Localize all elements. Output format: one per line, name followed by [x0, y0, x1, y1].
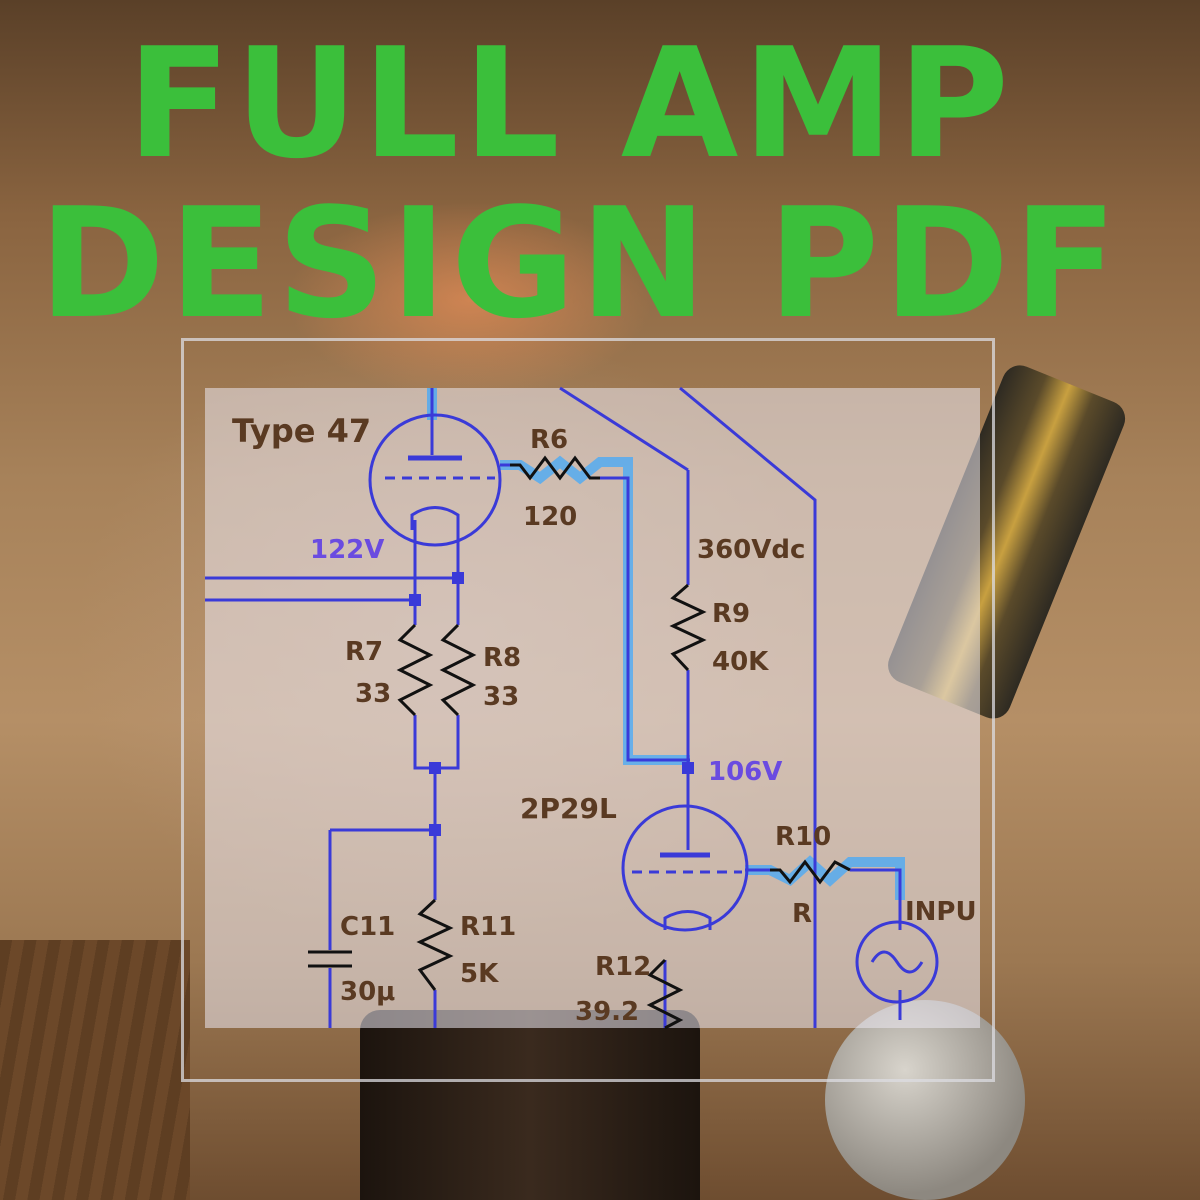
label-r6: R6	[530, 425, 568, 455]
resistor-r7	[396, 623, 434, 717]
label-360vdc: 360Vdc	[697, 535, 805, 565]
tube-base	[360, 1010, 700, 1200]
label-r7: R7	[345, 637, 383, 667]
wood-block	[0, 940, 190, 1200]
label-r12: R12	[595, 952, 651, 982]
label-106v: 106V	[708, 757, 782, 787]
label-r11-value: 5K	[460, 959, 499, 989]
label-tube1: Type 47	[232, 412, 371, 450]
highlight-wire-input	[745, 855, 905, 900]
label-r10-value: R	[792, 899, 812, 929]
schematic-panel	[205, 388, 980, 1028]
volume-knob	[825, 1000, 1025, 1200]
resistor-r12	[646, 958, 684, 1030]
label-r9: R9	[712, 599, 750, 629]
label-r9-value: 40K	[712, 647, 769, 677]
label-r11: R11	[460, 912, 516, 942]
label-r8-value: 33	[483, 682, 519, 712]
capacitor-c11	[308, 950, 352, 968]
label-r8: R8	[483, 643, 521, 673]
resistor-r11	[416, 898, 454, 991]
label-tube2: 2P29L	[520, 792, 617, 825]
title-line-2: DESIGN PDF	[38, 175, 1122, 352]
label-r7-value: 33	[355, 679, 391, 709]
junction-dots	[409, 572, 694, 836]
wires	[205, 386, 902, 1028]
resistor-r10	[770, 859, 851, 885]
resistor-r9	[669, 583, 707, 672]
label-r6-value: 120	[523, 502, 577, 532]
label-input: INPU	[905, 897, 977, 927]
label-c11: C11	[340, 912, 395, 942]
label-c11-value: 30μ	[340, 977, 395, 1007]
tube-1-symbol	[368, 413, 502, 547]
resistor-r8	[439, 623, 477, 717]
label-122v: 122V	[310, 535, 384, 565]
resistor-r6	[510, 455, 600, 481]
label-r12-value: 39.2	[575, 997, 639, 1027]
resistors	[396, 455, 851, 1030]
tube-2-symbol	[621, 804, 749, 932]
input-source-symbol	[855, 920, 939, 1004]
schematic-frame	[181, 338, 995, 1082]
label-r10: R10	[775, 822, 831, 852]
title-line-1: FULL AMP	[126, 15, 1014, 192]
